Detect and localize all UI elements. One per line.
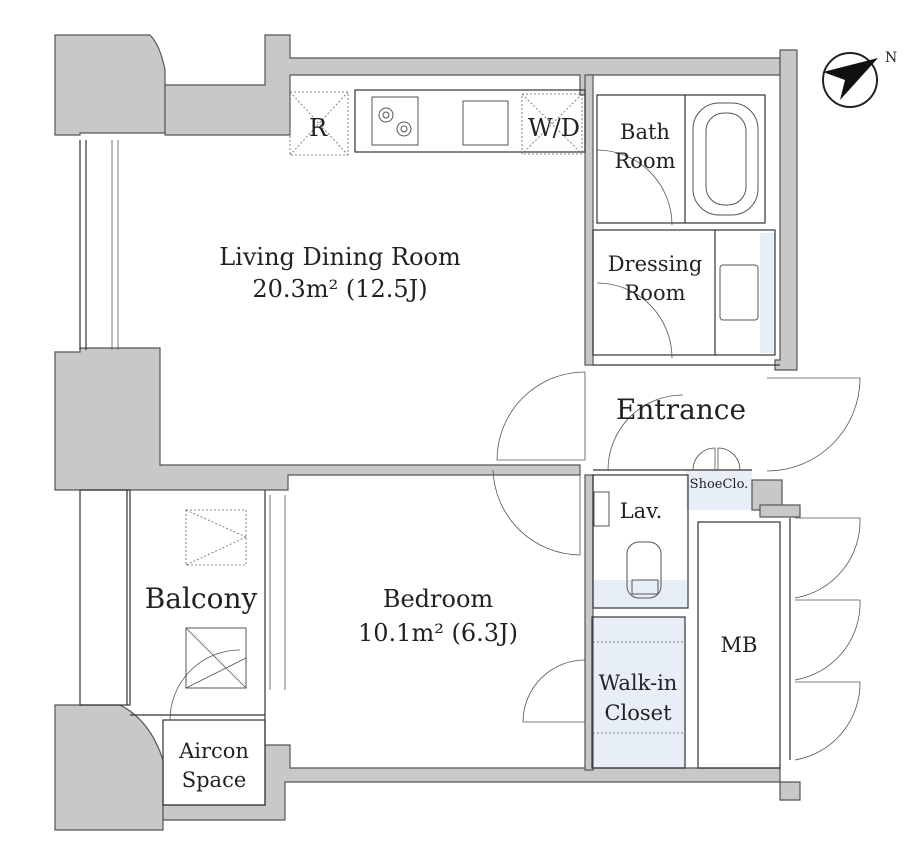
north-arrow-icon [823,58,878,100]
mb-door-3 [794,681,861,761]
aircon-label-2: Space [182,768,247,792]
balcony-aircon-door [169,649,241,721]
entrance-label: Entrance [616,393,746,426]
lav-door-swing [607,394,684,471]
mb-outline [697,521,781,769]
dressing-room-label-1: Dressing [608,252,703,276]
mb-label: MB [721,633,758,657]
shoe-closet-label: ShoeClo. [690,477,749,492]
bathtub-inner [705,112,747,206]
compass: N [822,50,897,108]
front-door-swing [766,377,861,472]
washer-dryer-space [521,93,583,155]
labels: R W/D Living Dining Room 20.3m² (12.5J) … [145,114,758,792]
aircon-space-outline [162,719,266,806]
living-room-area: 20.3m² (12.5J) [252,275,427,303]
wall-mb-right [759,504,801,518]
refrigerator-space [289,91,349,156]
compass-label: N [885,50,897,66]
walls [54,34,801,831]
wall-right-top [774,49,798,371]
living-door-swing [496,371,586,461]
bathtub [692,102,759,216]
balcony-outline [79,489,131,706]
wall-top-left-column [54,34,166,136]
washer-dryer-label: W/D [528,114,580,142]
bath-room-outline [596,94,766,224]
bath-room-label-1: Bath [620,120,670,144]
mb-door-2 [794,599,861,681]
bedroom-name: Bedroom [383,585,494,613]
fixtures [185,91,759,734]
balcony-label: Balcony [145,582,258,615]
kitchen-sink [462,100,509,146]
walkin-closet-label-2: Closet [604,701,672,725]
lav-outline [592,474,689,609]
mb-door-1 [794,517,861,599]
wall-bottom [162,720,801,821]
wall-kitchen-right [584,74,594,366]
compass-circle [822,52,878,108]
room-outlines [79,89,781,806]
wall-left-bottom [54,704,164,831]
dressing-door-swing [596,282,673,359]
aircon-label-1: Aircon [178,739,249,763]
doors [169,149,861,761]
walkin-door-swing [522,659,586,723]
bath-room-label-2: Room [614,149,675,173]
living-room-name: Living Dining Room [219,243,461,271]
walkin-closet-label-1: Walk-in [599,671,678,695]
bedroom-area: 10.1m² (6.3J) [358,619,518,647]
wall-lav-left [584,474,594,771]
bedroom-door-swing [492,469,581,556]
shoe-closet-doors [692,447,741,471]
wall-top [164,34,781,136]
dressing-room-label-2: Room [624,281,685,305]
walkin-closet-outline [591,616,686,769]
kitchen-counter [354,89,586,153]
wall-left-mid [54,347,581,491]
dressing-closet-floor [760,233,775,353]
refrigerator-label: R [309,114,328,142]
dressing-sink [719,264,759,321]
aircon-unit-upper [185,509,247,566]
lav-sink [593,491,610,527]
lav-label: Lav. [620,499,663,523]
bath-door-swing [596,149,673,226]
stove [371,96,419,146]
toilet [626,541,662,599]
dressing-room-outline [592,229,776,356]
shoe-closet-floor [686,470,752,510]
